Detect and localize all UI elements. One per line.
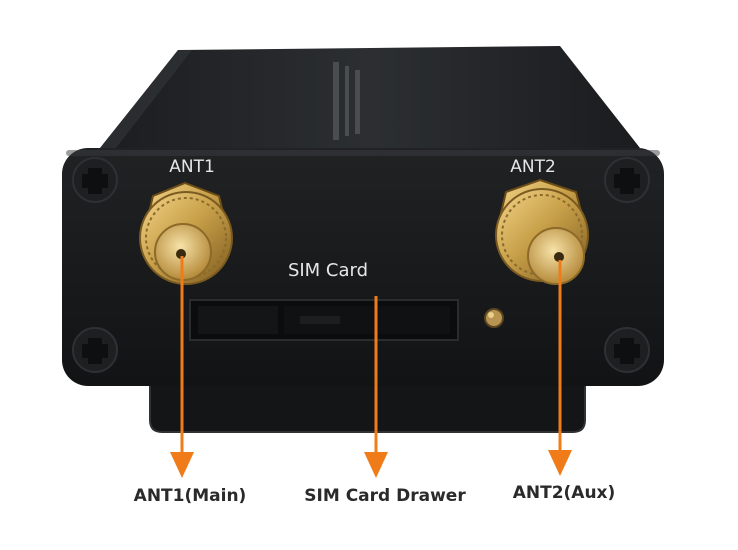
top-branding-marks (333, 62, 360, 140)
ant1-sma-connector-icon (139, 181, 233, 285)
ant1-panel-label: ANT1 (169, 157, 215, 177)
screw-top-right-icon (604, 157, 650, 203)
ant1-main-callout: ANT1(Main) (133, 486, 247, 506)
screw-bottom-right-icon (604, 327, 650, 373)
arrow-ant2-icon (548, 260, 572, 476)
ant2-panel-label: ANT2 (510, 157, 556, 177)
arrow-sim-drawer-icon (364, 296, 388, 478)
case-top (100, 46, 640, 148)
case-side-highlight (100, 50, 192, 148)
ant2-sma-connector-icon (495, 178, 589, 285)
ant2-aux-callout: ANT2(Aux) (512, 483, 616, 503)
sim-card-drawer-callout: SIM Card Drawer (304, 486, 466, 506)
status-led-icon (484, 308, 504, 328)
sim-card-drawer (189, 299, 459, 341)
screw-bottom-left-icon (72, 327, 118, 373)
screw-top-left-icon (72, 157, 118, 203)
arrow-ant1-icon (170, 256, 194, 478)
sim-card-panel-label: SIM Card (288, 260, 368, 281)
